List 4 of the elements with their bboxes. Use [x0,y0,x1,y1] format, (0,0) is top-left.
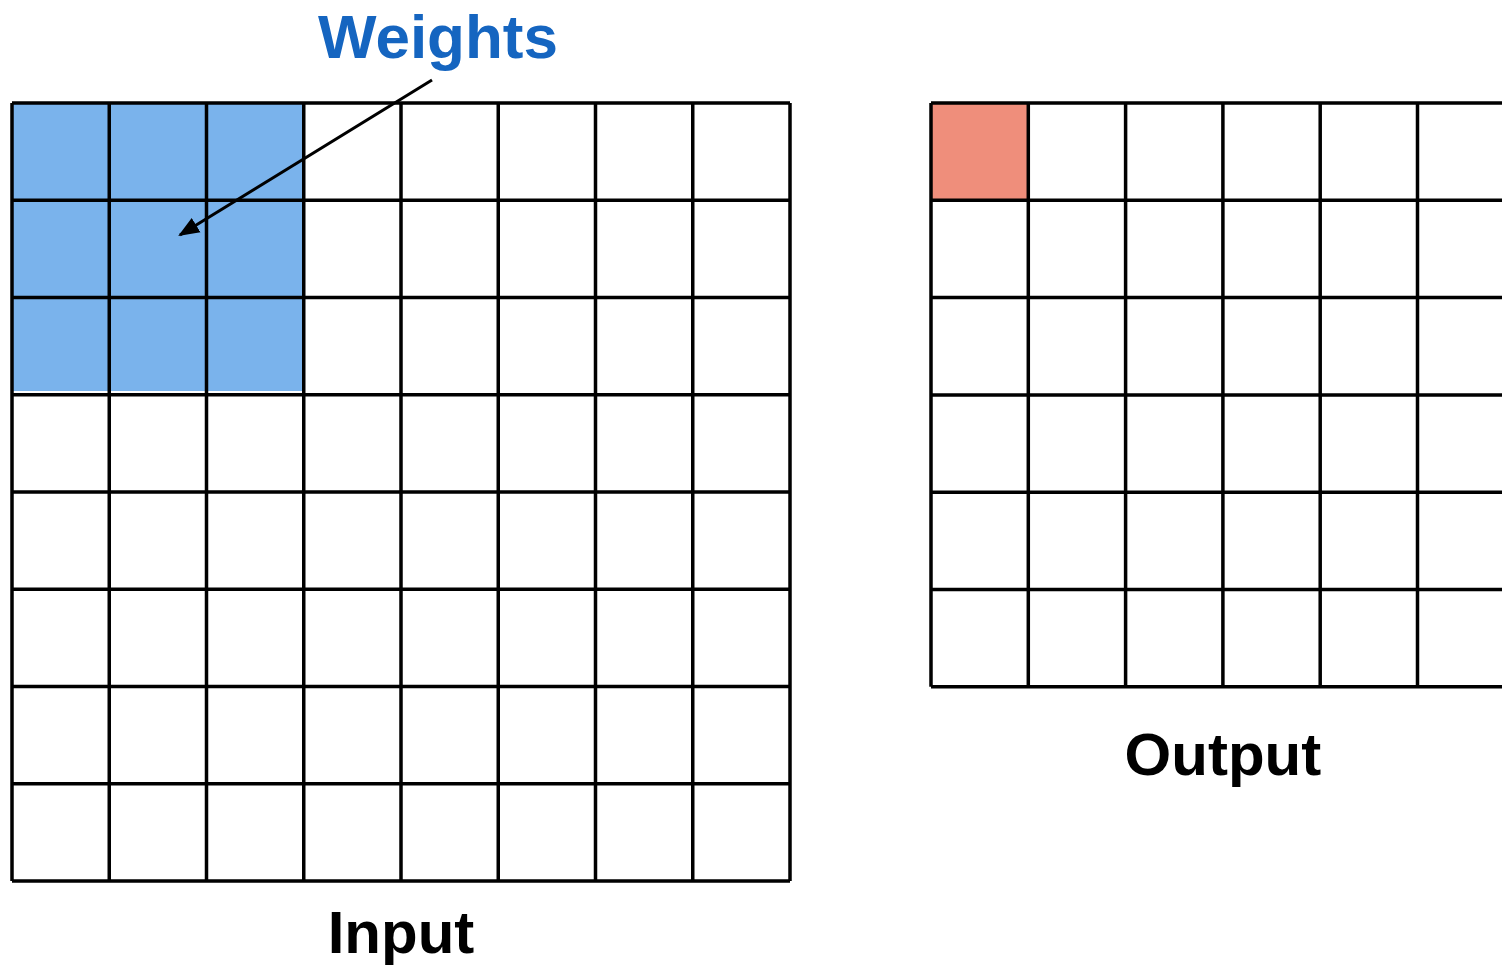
grid-label: Input [326,903,476,963]
grid-label: Output [1123,725,1323,785]
highlighted-region [12,103,304,391]
leader-arrow [178,78,433,237]
